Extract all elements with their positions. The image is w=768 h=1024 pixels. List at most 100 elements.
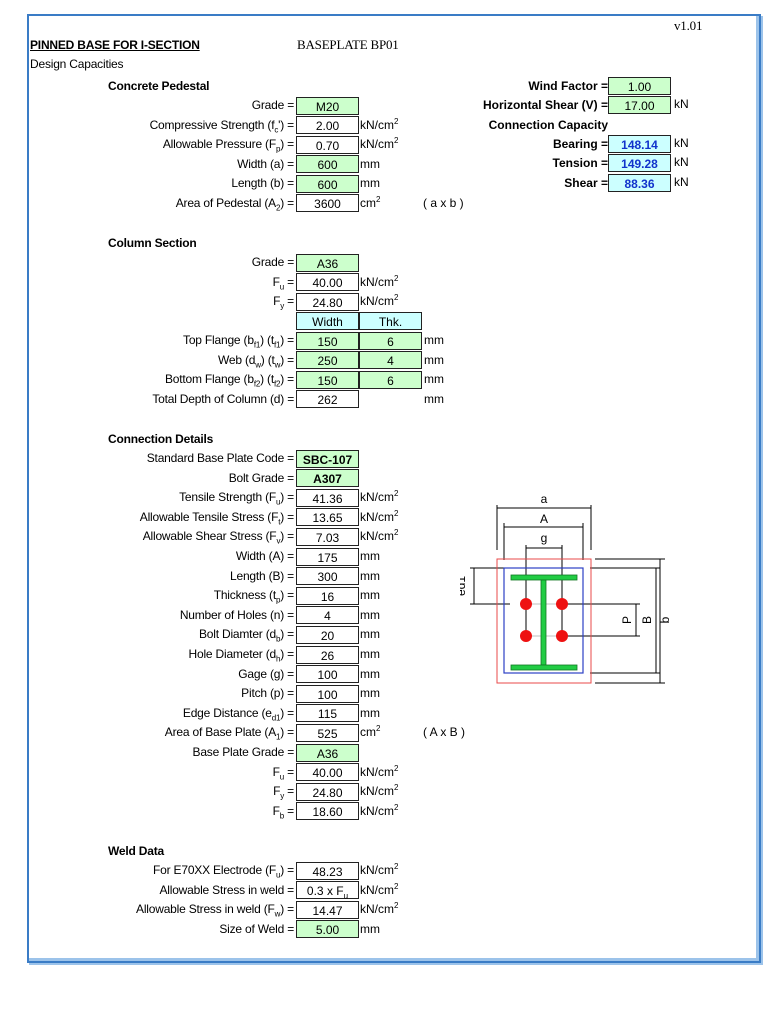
horizontal-shear-label: Horizontal Shear (V) = <box>482 98 608 112</box>
wind-factor-field[interactable]: 1.00 <box>608 77 671 95</box>
pedestal-area-of-pedestal-a2-note: ( a x b ) <box>423 195 464 210</box>
base-plate-outline <box>503 567 584 674</box>
subtitle: Design Capacities <box>30 57 124 71</box>
column-fu-unit: kN/cm2 <box>360 273 399 289</box>
tension-label: Tension = <box>552 156 608 170</box>
version-label: v1.01 <box>674 18 703 33</box>
connection-allowable-shear-stress-fv-label: Allowable Shear Stress (Fv) = <box>142 529 294 546</box>
connection-fb-label: Fb = <box>272 803 295 821</box>
column-dim-header-width: Width <box>296 312 359 330</box>
pedestal-width-a-field[interactable]: 600 <box>296 155 359 173</box>
weld-for-e70xx-electrode-fu-field: 48.23 <box>296 861 359 880</box>
connection-area-of-base-plate-a1-label: Area of Base Plate (A1) = <box>164 725 294 742</box>
column-top-flange-bf1-tf1-label: Top Flange (bf1) (tf1) = <box>183 333 294 350</box>
column-web-dw-tw-thk-field[interactable]: 4 <box>359 351 422 369</box>
connection-edge-distance-ed1-unit: mm <box>360 705 380 720</box>
column-top-flange-bf1-tf1-width-field[interactable]: 150 <box>296 331 359 350</box>
sheet-title: PINNED BASE FOR I-SECTION <box>30 38 200 52</box>
connection-base-plate-grade-field[interactable]: A36 <box>296 743 359 762</box>
heading-concrete-pedestal: Concrete Pedestal <box>108 79 210 93</box>
column-web-dw-tw-unit: mm <box>424 352 444 367</box>
connection-fb-field: 18.60 <box>296 802 359 821</box>
bearing-unit: kN <box>674 136 689 150</box>
connection-fu-field: 40.00 <box>296 763 359 782</box>
dim-label-g: g <box>541 531 548 545</box>
connection-fy-field: 24.80 <box>296 782 359 801</box>
pedestal-allowable-pressure-fp-field: 0.70 <box>296 135 359 154</box>
column-grade-field[interactable]: A36 <box>296 253 359 272</box>
pedestal-grade-field[interactable]: M20 <box>296 96 359 115</box>
pedestal-allowable-pressure-fp-label: Allowable Pressure (Fp) = <box>162 137 294 154</box>
column-bottom-flange-bf2-tf2-thk-field[interactable]: 6 <box>359 370 422 389</box>
connection-thickness-tp-label: Thickness (tp) = <box>213 588 294 605</box>
column-web-dw-tw-label: Web (dw) (tw) = <box>217 352 294 369</box>
column-web-dw-tw-width-field[interactable]: 250 <box>296 351 359 369</box>
connection-fu-label: Fu = <box>272 764 295 781</box>
bolt-hole <box>556 630 568 642</box>
weld-allowable-stress-in-weld-label: Allowable Stress in weld = <box>159 882 294 897</box>
connection-number-of-holes-n-unit: mm <box>360 607 380 622</box>
connection-number-of-holes-n-label: Number of Holes (n) = <box>179 607 294 622</box>
connection-standard-base-plate-code-field[interactable]: SBC-107 <box>296 449 359 468</box>
pedestal-length-b-unit: mm <box>360 176 380 190</box>
bolt-hole <box>520 598 532 610</box>
dim-label-B: B <box>640 616 654 624</box>
connection-hole-diameter-dh-field: 26 <box>296 645 359 664</box>
connection-gage-g-field: 100 <box>296 665 359 684</box>
weld-size-of-weld-unit: mm <box>360 921 380 936</box>
connection-fy-unit: kN/cm2 <box>360 783 399 799</box>
horizontal-shear-field[interactable]: 17.00 <box>608 96 671 114</box>
connection-number-of-holes-n-field: 4 <box>296 606 359 625</box>
column-bottom-flange-bf2-tf2-unit: mm <box>424 372 444 386</box>
bolt-hole <box>520 630 532 642</box>
dim-label-A: A <box>540 512 548 526</box>
connection-tensile-strength-fu-label: Tensile Strength (Fu) = <box>179 490 294 507</box>
connection-length-b-unit: mm <box>360 568 380 583</box>
sheet-frame <box>27 14 761 963</box>
pedestal-length-b-label: Length (b) = <box>231 176 294 190</box>
bolt-hole <box>556 598 568 610</box>
shear-unit: kN <box>674 175 689 189</box>
total-depth-label: Total Depth of Column (d) = <box>152 391 294 406</box>
connection-tensile-strength-fu-field: 41.36 <box>296 488 359 507</box>
connection-bolt-grade-field[interactable]: A307 <box>296 469 359 488</box>
connection-edge-distance-ed1-label: Edge Distance (ed1) = <box>182 705 294 723</box>
shear-value: 88.36 <box>608 174 671 192</box>
tension-value: 149.28 <box>608 154 671 172</box>
column-top-flange-bf1-tf1-thk-field[interactable]: 6 <box>359 331 422 350</box>
shear-label: Shear = <box>564 176 608 190</box>
connection-hole-diameter-dh-unit: mm <box>360 647 380 661</box>
pedestal-grade-label: Grade = <box>251 98 294 112</box>
connection-width-a-label: Width (A) = <box>235 549 294 563</box>
pedestal-length-b-field[interactable]: 600 <box>296 174 359 193</box>
connection-base-plate-grade-label: Base Plate Grade = <box>192 745 295 759</box>
connection-area-of-base-plate-a1-unit: cm2 <box>360 724 381 740</box>
column-dim-header-thk: Thk. <box>359 312 422 330</box>
connection-bolt-diamter-db-unit: mm <box>360 627 380 642</box>
column-bottom-flange-bf2-tf2-width-field[interactable]: 150 <box>296 370 359 389</box>
horizontal-shear-unit: kN <box>674 97 689 111</box>
weld-for-e70xx-electrode-fu-label: For E70XX Electrode (Fu) = <box>153 863 294 880</box>
connection-gage-g-unit: mm <box>360 666 380 681</box>
connection-fb-unit: kN/cm2 <box>360 802 399 818</box>
pedestal-area-of-pedestal-a2-unit: cm2 <box>360 194 381 210</box>
dim-label-p: P <box>620 616 634 624</box>
connection-edge-distance-ed1-field: 115 <box>296 704 359 723</box>
connection-gage-g-label: Gage (g) = <box>238 666 294 681</box>
pedestal-compressive-strength-fc-unit: kN/cm2 <box>360 116 399 132</box>
connection-bolt-grade-label: Bolt Grade = <box>228 470 295 485</box>
weld-allowable-stress-in-weld-fw-field: 14.47 <box>296 900 359 919</box>
connection-bolt-diamter-db-label: Bolt Diamter (db) = <box>198 627 294 644</box>
column-bottom-flange-bf2-tf2-label: Bottom Flange (bf2) (tf2) = <box>164 372 294 389</box>
column-grade-label: Grade = <box>251 255 294 269</box>
column-fy-field: 24.80 <box>296 292 359 311</box>
connection-hole-diameter-dh-label: Hole Diameter (dh) = <box>188 647 295 664</box>
connection-area-of-base-plate-a1-field: 525 <box>296 723 359 742</box>
connection-allowable-shear-stress-fv-unit: kN/cm2 <box>360 528 399 544</box>
dim-label-a: a <box>541 492 548 506</box>
total-depth-unit: mm <box>424 391 444 406</box>
weld-size-of-weld-field[interactable]: 5.00 <box>296 920 359 939</box>
connection-width-a-unit: mm <box>360 549 380 563</box>
connection-tensile-strength-fu-unit: kN/cm2 <box>360 489 399 505</box>
tension-unit: kN <box>674 155 689 169</box>
